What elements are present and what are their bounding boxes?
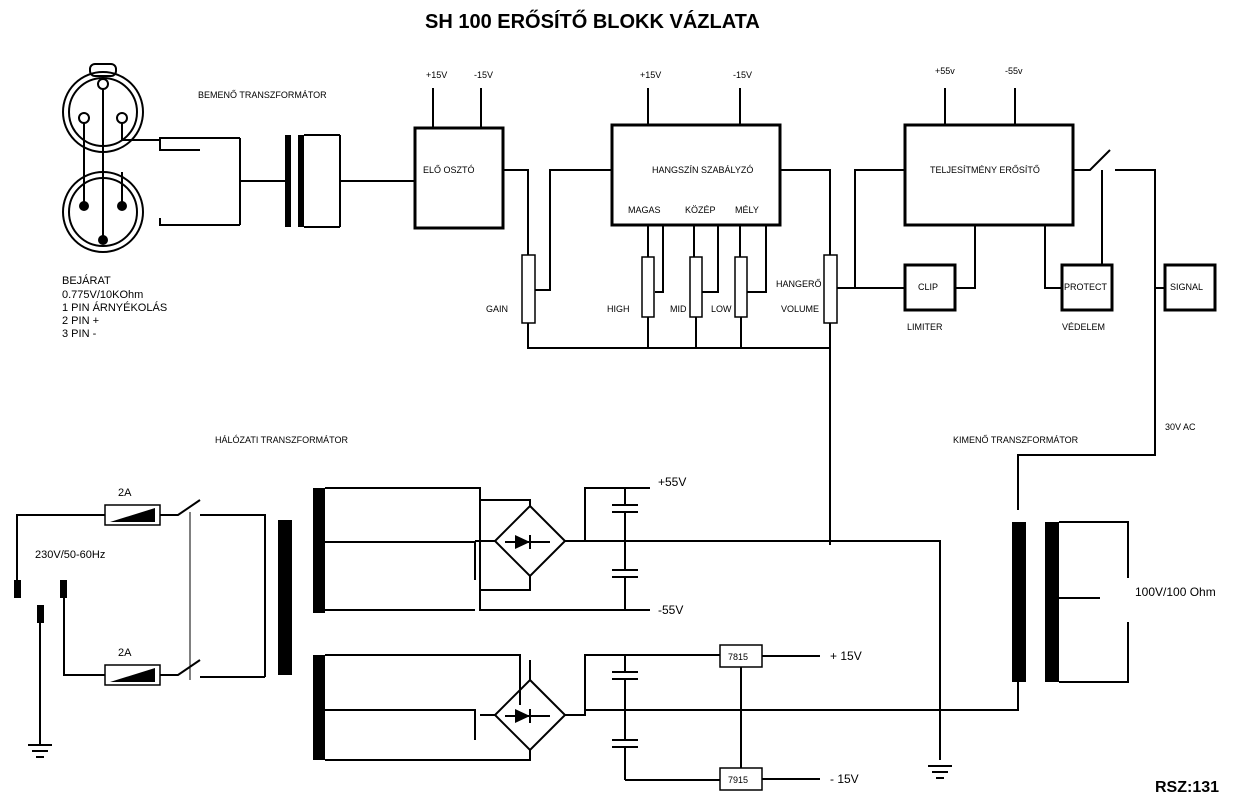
tone-pos-rail: +15V (640, 70, 661, 80)
input-info-line-5: 3 PIN - (62, 328, 97, 340)
input-info-line-4: 2 PIN + (62, 315, 99, 327)
ground-icon (928, 765, 952, 779)
mains-label: 230V/50-60Hz (35, 549, 105, 561)
volume-pot (823, 254, 838, 324)
mid-label: MID (670, 304, 687, 314)
rail-minus55: -55V (658, 603, 683, 617)
volume-label: VOLUME (781, 304, 819, 314)
limiter-label: LIMITER (907, 322, 943, 332)
bridge-rectifier-1-icon (475, 487, 625, 591)
reg-pos-label: 7815 (728, 652, 748, 662)
preamp-neg-rail: -15V (474, 70, 493, 80)
input-info-line-1: BEJÁRAT (62, 274, 111, 287)
power-pos-rail: +55v (935, 66, 955, 76)
footer-code: RSZ:131 (1155, 779, 1219, 796)
diagram-title: SH 100 ERŐSÍTŐ BLOKK VÁZLATA (425, 10, 760, 33)
clip-label: CLIP (918, 282, 938, 292)
rail-minus15: - 15V (830, 772, 859, 786)
power-amp-label: TELJESÍTMÉNY ERŐSÍTŐ (930, 165, 1040, 175)
mid-pot (689, 256, 703, 318)
protect-label: PROTECT (1064, 282, 1108, 292)
reg-neg-label: 7915 (728, 775, 748, 785)
high-pot (641, 256, 655, 318)
input-transformer-icon (159, 134, 415, 228)
fuse-2-label: 2A (118, 647, 132, 659)
output-transformer-icon (585, 521, 1129, 711)
power-neg-rail: -55v (1005, 66, 1023, 76)
input-info-line-2: 0.775V/10KOhm (62, 289, 143, 301)
input-transformer-label: BEMENŐ TRANSZFORMÁTOR (198, 90, 327, 100)
bridge-rectifier-2-icon (470, 654, 720, 761)
rail-plus55: +55V (658, 475, 686, 489)
tone-band-high: MAGAS (628, 205, 661, 215)
protect-block (1060, 263, 1114, 312)
tone-control-label: HANGSZÍN SZABÁLYZÓ (652, 165, 753, 175)
power-amp-block (903, 123, 1075, 227)
preamp-pos-rail: +15V (426, 70, 447, 80)
ac30-label: 30V AC (1165, 422, 1196, 432)
tone-band-low: MÉLY (735, 205, 759, 215)
volume-hu-label: HANGERŐ (776, 279, 822, 289)
out-100v-label: 100V/100 Ohm (1135, 585, 1216, 599)
signal-label: SIGNAL (1170, 282, 1203, 292)
gain-pot (521, 254, 536, 324)
preamp-label: ELŐ OSZTÓ (423, 165, 475, 175)
gain-label: GAIN (486, 304, 508, 314)
xlr-input-connector-icon (62, 63, 200, 253)
mains-transformer-label: HÁLÓZATI TRANSZFORMÁTOR (215, 435, 349, 445)
filter-caps-2-icon (612, 655, 720, 781)
rail-plus15: + 15V (830, 649, 862, 663)
filter-caps-1-icon (585, 488, 941, 760)
low-pot (734, 256, 748, 318)
input-info-line-3: 1 PIN ÁRNYÉKOLÁS (62, 301, 167, 314)
low-label: LOW (711, 304, 732, 314)
preamp-block (413, 126, 505, 230)
high-label: HIGH (607, 304, 630, 314)
mains-transformer-icon (278, 487, 625, 761)
mains-plug-icon (14, 514, 105, 758)
tone-neg-rail: -15V (733, 70, 752, 80)
fuse-1-label: 2A (118, 487, 132, 499)
tone-control-block (610, 123, 782, 227)
tone-band-mid: KÖZÉP (685, 205, 716, 215)
vedelem-label: VÉDELEM (1062, 322, 1105, 332)
output-transformer-label: KIMENŐ TRANSZFORMÁTOR (953, 435, 1079, 445)
